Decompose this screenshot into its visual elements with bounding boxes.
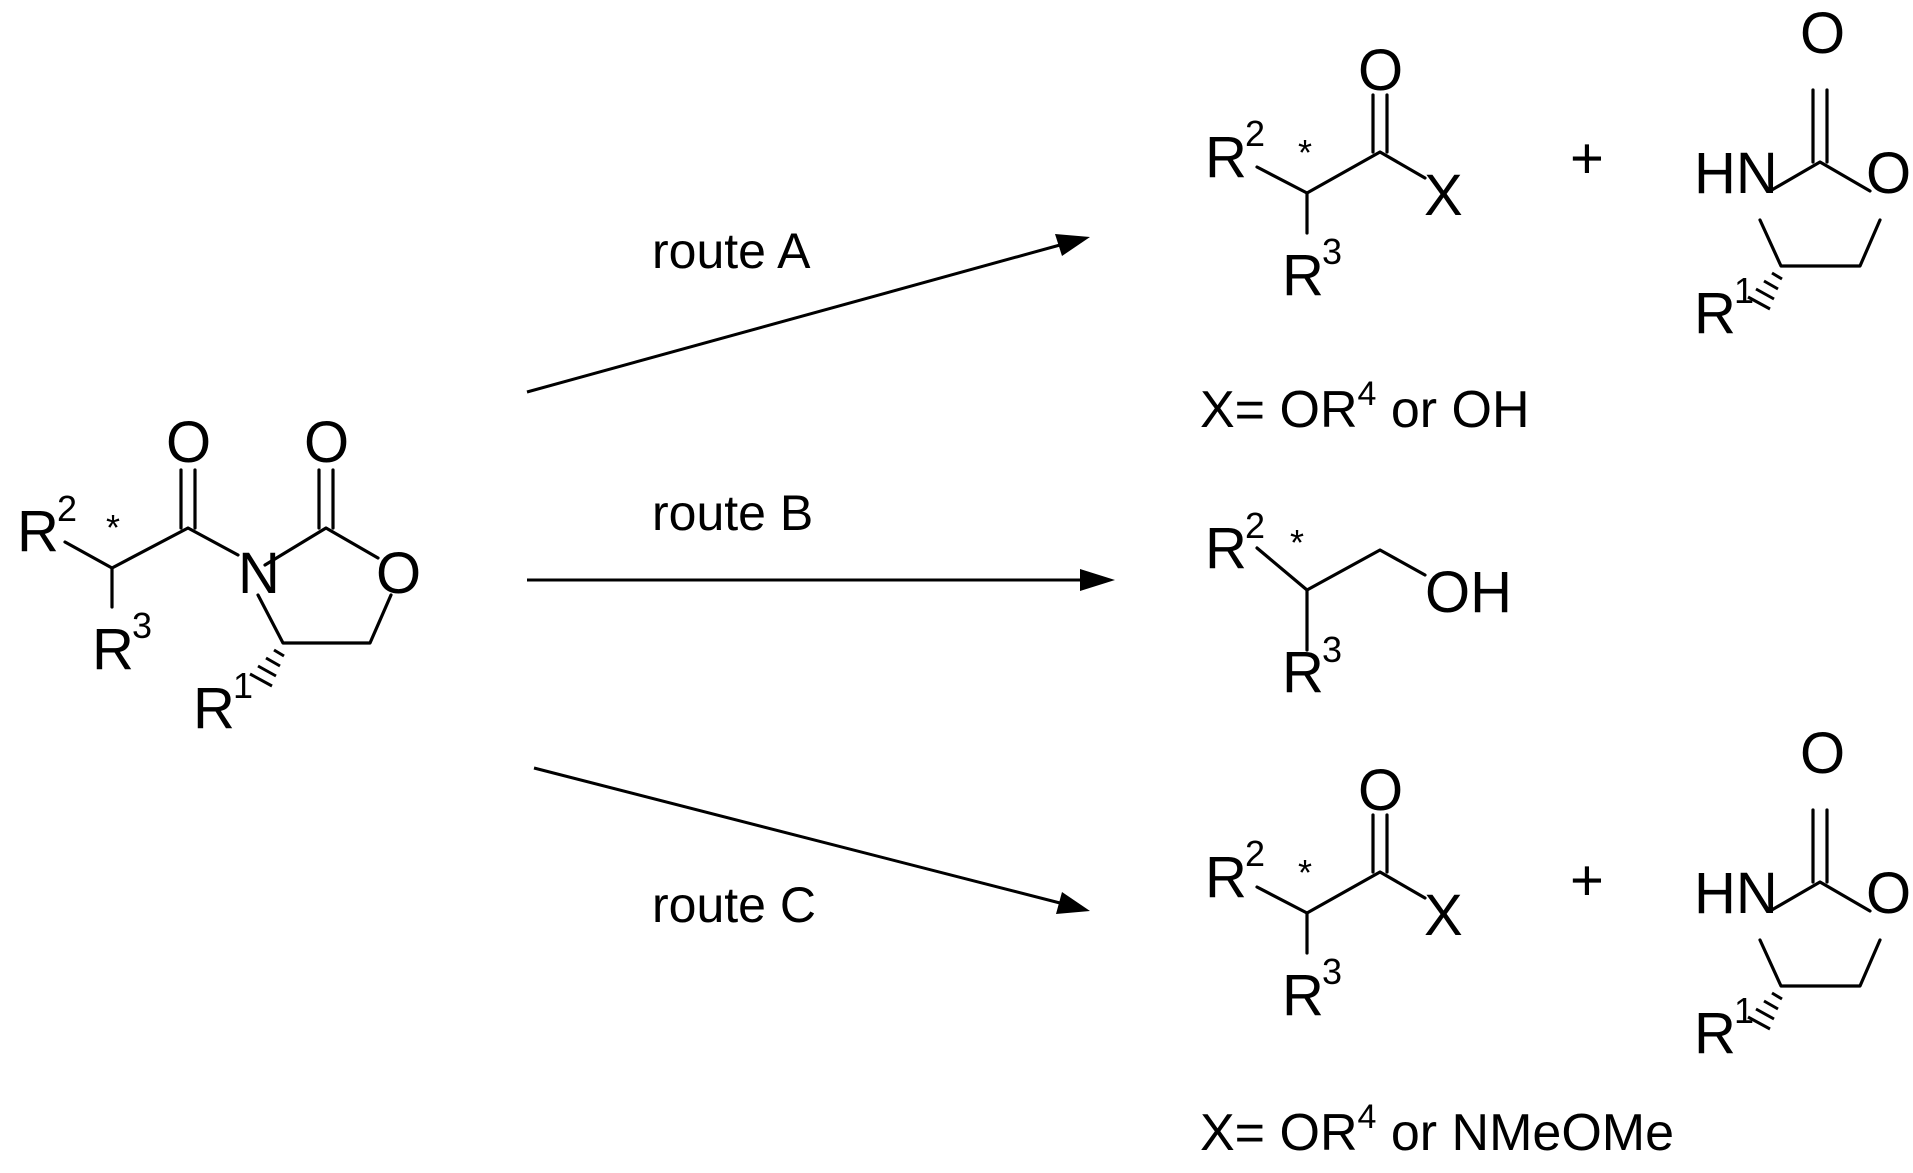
stereocenter-star: * xyxy=(1298,852,1312,893)
r2-superscript: 2 xyxy=(1245,113,1265,154)
stereocenter-star: * xyxy=(1290,522,1304,563)
stereocenter-star: * xyxy=(1298,132,1312,173)
r2-superscript: 2 xyxy=(1245,833,1265,874)
x-label: X xyxy=(1424,163,1463,228)
r3-label: R xyxy=(92,617,134,682)
route-a-arrow xyxy=(526,234,1090,394)
hn-label: HN xyxy=(1694,861,1778,926)
r1-superscript: 1 xyxy=(1734,270,1754,311)
route-a-x-definition: X= OR4 or OH xyxy=(1200,375,1530,439)
plus-sign-c: + xyxy=(1570,848,1604,913)
ring-carbonyl-oxygen: O xyxy=(1800,1,1845,66)
r3-superscript: 3 xyxy=(1322,231,1342,272)
route-b-alcohol-product: R 2 * OH R 3 xyxy=(1205,505,1512,705)
ring-nitrogen: N xyxy=(238,541,280,606)
route-b-arrow xyxy=(527,569,1115,591)
ring-carbonyl-oxygen: O xyxy=(1800,721,1845,786)
r1-superscript: 1 xyxy=(233,665,253,706)
acid-carbonyl-oxygen: O xyxy=(1358,38,1403,103)
ring-oxygen: O xyxy=(1866,141,1911,206)
hn-label: HN xyxy=(1694,141,1778,206)
route-c-oxazolidinone: O HN O R 1 xyxy=(1694,721,1911,1066)
r1-label: R xyxy=(1694,281,1736,346)
r2-superscript: 2 xyxy=(1245,505,1265,546)
plus-sign-a: + xyxy=(1570,126,1604,191)
r3-superscript: 3 xyxy=(1322,629,1342,670)
carbonyl-oxygen: O xyxy=(166,410,211,475)
ring-oxygen: O xyxy=(376,541,421,606)
r1-label: R xyxy=(1694,1001,1736,1066)
ring-carbonyl-oxygen: O xyxy=(304,410,349,475)
route-b-label: route B xyxy=(652,485,813,541)
route-a-oxazolidinone: O HN O R 1 xyxy=(1694,1,1911,346)
r3-superscript: 3 xyxy=(132,605,152,646)
route-c-acid-product: O X R 2 * R 3 xyxy=(1205,758,1463,1028)
stereocenter-star: * xyxy=(106,507,120,548)
stereo-hash-bond xyxy=(249,648,285,688)
route-c-x-definition: X= OR4 or NMeOMe xyxy=(1200,1098,1674,1162)
r3-superscript: 3 xyxy=(1322,951,1342,992)
acid-carbonyl-oxygen: O xyxy=(1358,758,1403,823)
r3-label: R xyxy=(1282,640,1324,705)
stereo-hash-bond xyxy=(1747,271,1783,311)
route-a-acid-product: O X R 2 * R 3 xyxy=(1205,38,1463,308)
stereo-hash-bond xyxy=(1747,991,1783,1031)
x-label: X xyxy=(1424,883,1463,948)
r2-label: R xyxy=(1205,125,1247,190)
r3-label: R xyxy=(1282,963,1324,1028)
starting-material: O O N O R 2 * R 3 R 1 xyxy=(17,410,421,741)
route-c-arrow xyxy=(533,766,1090,914)
r2-superscript: 2 xyxy=(57,488,77,529)
route-c-label: route C xyxy=(652,877,816,933)
r1-superscript: 1 xyxy=(1734,990,1754,1031)
r3-label: R xyxy=(1282,243,1324,308)
r2-label: R xyxy=(1205,845,1247,910)
r2-label: R xyxy=(1205,516,1247,581)
r2-label: R xyxy=(17,499,59,564)
oh-label: OH xyxy=(1425,560,1512,625)
ring-oxygen: O xyxy=(1866,861,1911,926)
route-a-label: route A xyxy=(652,223,811,279)
r1-label: R xyxy=(193,676,235,741)
